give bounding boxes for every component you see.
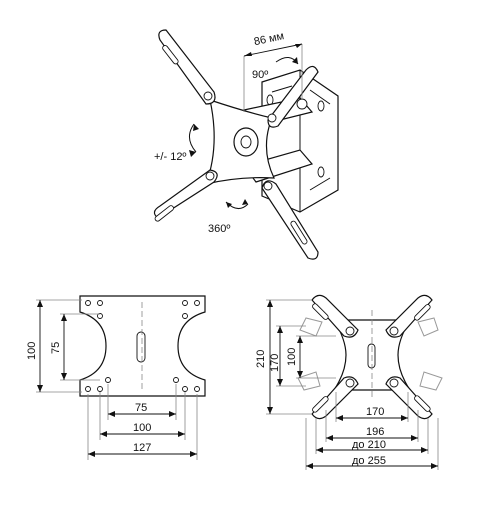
width-127-label: 127 (133, 442, 151, 454)
vesa-centre-plate (205, 99, 275, 185)
arms-plate-view: 210 170 100 170 196 до 210 до 255 (255, 294, 443, 470)
swivel-label: 360º (208, 223, 230, 235)
ghost-arms (297, 317, 443, 391)
bracket-3d-view: 86 мм 90º +/- 12º 360º (153, 29, 339, 260)
width-upto-255-label: до 255 (352, 455, 386, 467)
rotation-90-label: 90º (252, 69, 268, 81)
tilt-label: +/- 12º (154, 151, 186, 163)
centre-slot (136, 331, 146, 363)
front-plate-holes (85, 300, 200, 392)
height-75-label: 75 (50, 342, 62, 354)
width-upto-210-label: до 210 (352, 439, 386, 451)
tilt-arrow (189, 123, 197, 153)
swivel-arrowheads (226, 199, 248, 208)
width-170-label: 170 (366, 406, 384, 418)
width-196-label: 196 (366, 426, 384, 438)
mount-arms (153, 29, 319, 260)
rotate-90-arrowhead (292, 57, 298, 64)
height-100b-label: 100 (286, 348, 298, 366)
arms-centre-slot (367, 343, 376, 369)
width-75-label: 75 (135, 402, 147, 414)
front-plate-view: 100 75 75 100 127 (26, 295, 206, 460)
width-label: 86 мм (253, 30, 285, 48)
height-100-label: 100 (26, 342, 38, 360)
height-210-label: 210 (255, 350, 267, 368)
tilt-arrowheads (189, 124, 199, 157)
width-100-label: 100 (133, 422, 151, 434)
arms (311, 294, 433, 420)
height-170-label: 170 (269, 354, 281, 372)
